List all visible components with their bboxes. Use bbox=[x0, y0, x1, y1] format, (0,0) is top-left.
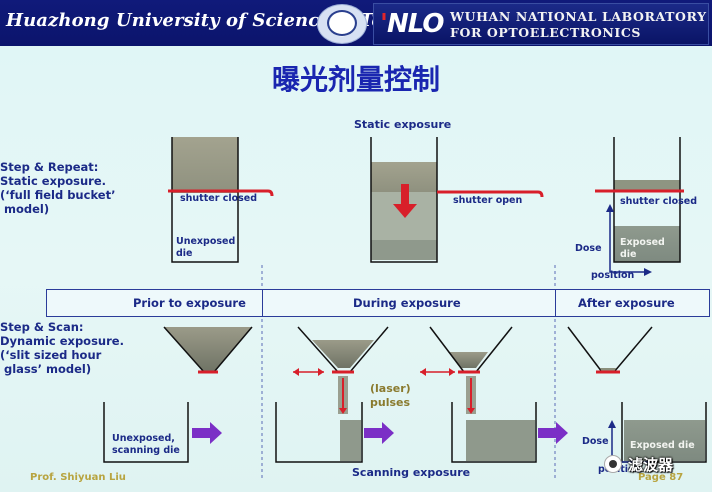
shutter-closed-label: shutter closed bbox=[180, 193, 258, 204]
shutter-open-bar bbox=[437, 190, 544, 198]
phase-after: After exposure bbox=[578, 296, 675, 310]
lab-name-line2: FOR OPTOELECTRONICS bbox=[450, 25, 642, 40]
watermark: 滤波器 bbox=[604, 452, 708, 476]
position-axis-label: position bbox=[591, 270, 635, 281]
phase-prior: Prior to exposure bbox=[133, 296, 246, 310]
exposed-die-label: Exposed die bbox=[620, 237, 665, 260]
bucket-exposing bbox=[370, 137, 544, 263]
scanning-exposure-heading: Scanning exposure bbox=[352, 466, 471, 479]
shutter-closed-label-after: shutter closed bbox=[620, 196, 698, 207]
lab-name-line1: WUHAN NATIONAL LABORATORY bbox=[450, 9, 707, 24]
funnel-prior bbox=[103, 326, 253, 463]
dose-axis-label-bottom: Dose bbox=[582, 436, 609, 447]
exposure-down-arrow-shaft bbox=[401, 184, 409, 204]
static-exposure-heading: Static exposure bbox=[354, 118, 452, 131]
funnel-during-1 bbox=[275, 326, 394, 463]
university-seal-logo bbox=[317, 4, 367, 44]
bucket-unexposed bbox=[168, 137, 274, 263]
bucket-exposed bbox=[595, 137, 684, 276]
slide-title: 曝光剂量控制 bbox=[271, 63, 440, 96]
lab-logo: 'NLO WUHAN NATIONAL LABORATORY FOR OPTOE… bbox=[373, 3, 709, 45]
step-repeat-label: Step & Repeat: Static exposure. (‘full f… bbox=[0, 160, 116, 216]
wechat-icon bbox=[604, 455, 622, 473]
unexposed-die-label: Unexposed die bbox=[176, 236, 236, 259]
watermark-text: 滤波器 bbox=[628, 455, 674, 474]
dose-position-axes bbox=[609, 208, 648, 273]
dose-axis-label: Dose bbox=[575, 243, 602, 254]
exposed-die-label-bottom: Exposed die bbox=[630, 440, 695, 451]
shutter-closed-bar bbox=[168, 189, 274, 197]
funnel-after bbox=[567, 326, 707, 463]
step-scan-label: Step & Scan: Dynamic exposure. (‘slit si… bbox=[0, 320, 124, 376]
exposure-down-arrow-head bbox=[393, 204, 417, 218]
pulses-label: pulses bbox=[370, 396, 411, 409]
footer-author: Prof. Shiyuan Liu bbox=[30, 472, 126, 483]
exposure-phase-band: Prior to exposure During exposure After … bbox=[46, 289, 710, 317]
funnel-during-2 bbox=[420, 326, 568, 463]
header-banner: Huazhong University of Science & Technol… bbox=[0, 0, 712, 46]
footer-page: Page 87 bbox=[638, 472, 684, 483]
lab-logo-mark: 'NLO bbox=[380, 9, 444, 39]
unexposed-scanning-die-label: Unexposed, scanning die bbox=[112, 433, 180, 456]
phase-during: During exposure bbox=[353, 296, 461, 310]
laser-label: (laser) bbox=[370, 382, 411, 395]
shutter-open-label: shutter open bbox=[453, 195, 523, 206]
